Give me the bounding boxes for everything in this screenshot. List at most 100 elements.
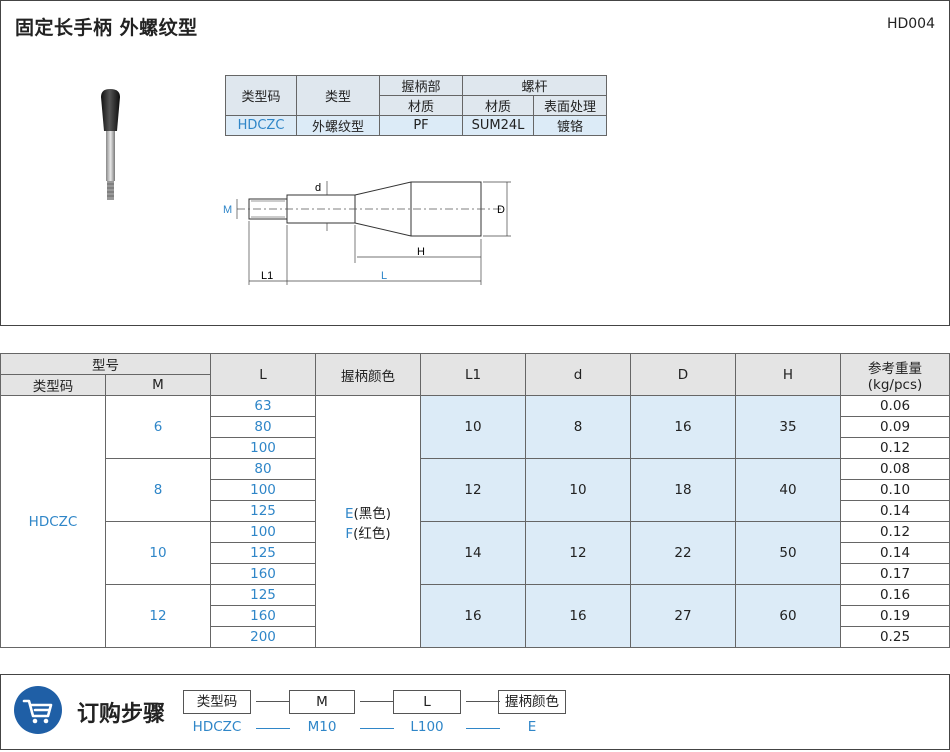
cell-weight: 0.25 xyxy=(840,626,950,648)
order-field-color: 握柄颜色 xyxy=(498,690,566,714)
cell-H: 40 xyxy=(735,458,841,522)
order-value-connector xyxy=(256,728,290,729)
header-color: 握柄颜色 xyxy=(315,353,421,396)
cell-d: 16 xyxy=(525,584,631,648)
order-value-color: E xyxy=(527,719,537,735)
drawing-label-M: M xyxy=(223,204,232,216)
cell-weight: 0.16 xyxy=(840,584,950,606)
cell-L1: 16 xyxy=(420,584,526,648)
product-panel: 固定长手柄 外螺纹型 HD004 类型码 类型 握柄部 螺杆 材质 材质 表面处… xyxy=(0,0,950,326)
spec-header-grip: 握柄部 xyxy=(379,75,463,96)
table-row: 100 0.10 xyxy=(1,479,950,501)
page-title: 固定长手柄 外螺纹型 xyxy=(15,17,198,39)
color-code-F: F xyxy=(345,525,354,542)
order-field-L: L xyxy=(393,690,461,714)
spec-surface: 镀铬 xyxy=(533,115,607,136)
spec-header-screw-material: 材质 xyxy=(462,95,534,116)
cell-L: 100 xyxy=(210,479,316,501)
cell-L1: 10 xyxy=(420,395,526,459)
dimension-table: 型号 L 握柄颜色 L1 d D H 参考重量(kg/pcs) 类型码 M HD… xyxy=(0,353,950,648)
cell-D: 22 xyxy=(630,521,736,585)
cell-L: 100 xyxy=(210,437,316,459)
cell-L: 125 xyxy=(210,584,316,606)
header-weight-unit: (kg/pcs) xyxy=(867,376,923,393)
cell-L: 63 xyxy=(210,395,316,417)
header-weight: 参考重量(kg/pcs) xyxy=(840,353,950,396)
order-value-connector xyxy=(466,728,500,729)
spec-table: 类型码 类型 握柄部 螺杆 材质 材质 表面处理 HDCZC 外螺纹型 PF S… xyxy=(225,75,607,136)
cell-L: 200 xyxy=(210,626,316,648)
color-text-F: (红色) xyxy=(353,525,391,542)
cell-L: 80 xyxy=(210,458,316,480)
order-steps-panel: 订购步骤 类型码 M L 握柄颜色 HDCZC M10 L100 E xyxy=(0,674,950,750)
cell-weight: 0.12 xyxy=(840,521,950,543)
header-type-code: 类型码 xyxy=(0,374,106,396)
spec-header-surface: 表面处理 xyxy=(533,95,607,116)
drawing-label-H: H xyxy=(417,246,425,258)
cell-L: 80 xyxy=(210,416,316,438)
order-value-M: M10 xyxy=(307,719,337,735)
table-row: 160 0.19 xyxy=(1,605,950,627)
order-connector xyxy=(466,701,500,702)
cell-M: 6 xyxy=(105,395,211,459)
cell-weight: 0.14 xyxy=(840,500,950,522)
cell-L: 100 xyxy=(210,521,316,543)
order-value-type-code: HDCZC xyxy=(192,719,242,735)
cell-d: 10 xyxy=(525,458,631,522)
order-steps-title: 订购步骤 xyxy=(77,702,166,727)
spec-header-type: 类型 xyxy=(296,75,380,116)
cell-d: 12 xyxy=(525,521,631,585)
cell-D: 27 xyxy=(630,584,736,648)
spec-header-grip-material: 材质 xyxy=(379,95,463,116)
product-photo xyxy=(101,89,120,200)
cell-L1: 12 xyxy=(420,458,526,522)
cell-weight: 0.12 xyxy=(840,437,950,459)
cell-L1: 14 xyxy=(420,521,526,585)
spec-screw-material: SUM24L xyxy=(462,115,534,136)
header-D: D xyxy=(630,353,736,396)
order-connector xyxy=(360,701,394,702)
order-connector xyxy=(256,701,290,702)
drawing-label-D: D xyxy=(497,204,505,216)
header-L1: L1 xyxy=(420,353,526,396)
spec-header-screw: 螺杆 xyxy=(462,75,607,96)
drawing-label-d: d xyxy=(315,182,321,194)
drawing-label-L: L xyxy=(381,270,387,282)
header-M: M xyxy=(105,374,211,396)
cell-weight: 0.10 xyxy=(840,479,950,501)
cell-type-code: HDCZC xyxy=(0,395,106,648)
header-L: L xyxy=(210,353,316,396)
order-value-L: L100 xyxy=(410,719,444,735)
order-field-type-code: 类型码 xyxy=(183,690,251,714)
cell-weight: 0.08 xyxy=(840,458,950,480)
cell-d: 8 xyxy=(525,395,631,459)
cell-L: 125 xyxy=(210,542,316,564)
cell-L: 160 xyxy=(210,563,316,585)
cell-weight: 0.19 xyxy=(840,605,950,627)
spec-type-code: HDCZC xyxy=(225,115,297,136)
spec-grip-material: PF xyxy=(379,115,463,136)
spec-type: 外螺纹型 xyxy=(296,115,380,136)
cell-H: 35 xyxy=(735,395,841,459)
product-code: HD004 xyxy=(886,16,935,32)
cell-D: 16 xyxy=(630,395,736,459)
table-row: 125 0.14 xyxy=(1,500,950,522)
header-weight-label: 参考重量 xyxy=(868,360,922,377)
header-H: H xyxy=(735,353,841,396)
drawing-label-L1: L1 xyxy=(261,270,273,282)
header-model: 型号 xyxy=(0,353,211,375)
spec-header-type-code: 类型码 xyxy=(225,75,297,116)
cell-L: 160 xyxy=(210,605,316,627)
cell-L: 125 xyxy=(210,500,316,522)
color-code-E: E xyxy=(344,505,354,522)
cart-icon xyxy=(14,686,62,734)
cell-weight: 0.06 xyxy=(840,395,950,417)
table-row: 200 0.25 xyxy=(1,626,950,648)
